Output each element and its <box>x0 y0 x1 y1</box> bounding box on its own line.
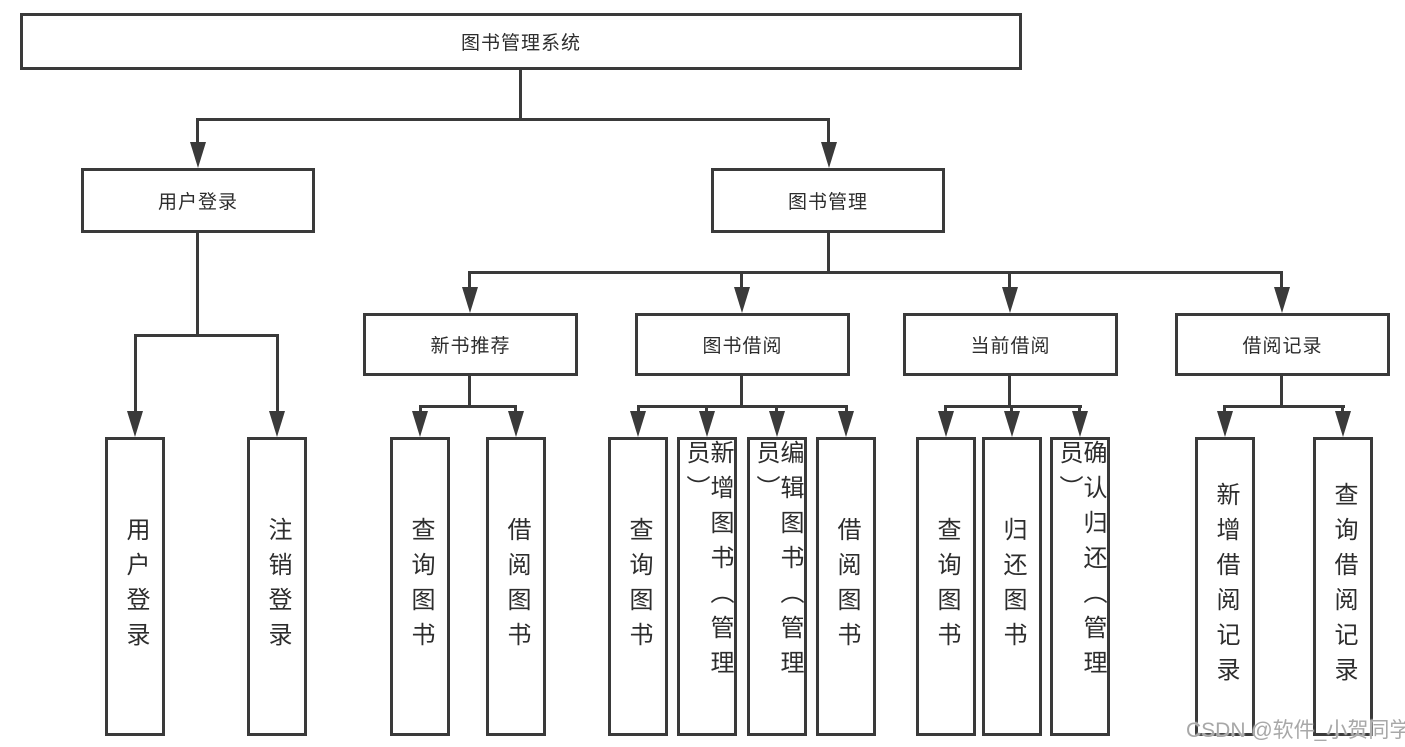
leaf-newbook-borrow-books-label: 借阅图书 <box>503 516 530 657</box>
connector-line <box>196 118 830 121</box>
leaf-newbook-borrow-books: 借阅图书 <box>486 437 546 736</box>
leaf-user-login-label: 用户登录 <box>122 516 149 657</box>
leaf-user-login: 用户登录 <box>105 437 165 736</box>
connector-line <box>419 405 517 408</box>
arrowhead-down-icon <box>1335 411 1351 437</box>
arrowhead-down-icon <box>412 411 428 437</box>
leaf-borrow-borrow-books-label: 借阅图书 <box>833 516 860 657</box>
leaf-records-add-record: 新增借阅记录 <box>1195 437 1255 736</box>
leaf-records-add-record-label: 新增借阅记录 <box>1212 481 1239 692</box>
connector-line <box>827 231 830 274</box>
leaf-borrow-query-books-label: 查询图书 <box>625 516 652 657</box>
leaf-borrow-add-books-admin: 新增图书（管理员） <box>677 437 737 736</box>
connector-line <box>134 334 279 337</box>
leaf-logout-label: 注销登录 <box>264 516 291 657</box>
node-borrowing-records: 借阅记录 <box>1175 313 1390 376</box>
connector-line <box>1280 271 1283 295</box>
leaf-borrow-edit-books-admin: 编辑图书（管理员） <box>747 437 807 736</box>
leaf-records-query-record-label: 查询借阅记录 <box>1330 481 1357 692</box>
connector-line <box>134 334 137 420</box>
node-root-system: 图书管理系统 <box>20 13 1022 70</box>
connector-line <box>740 271 743 295</box>
arrowhead-down-icon <box>508 411 524 437</box>
arrowhead-down-icon <box>1274 287 1290 313</box>
arrowhead-down-icon <box>821 142 837 168</box>
watermark: CSDN @软件_小贺同学 <box>1186 719 1405 742</box>
leaf-newbook-query-books-label: 查询图书 <box>407 516 434 657</box>
node-new-book-recommend: 新书推荐 <box>363 313 578 376</box>
connector-line <box>740 376 743 408</box>
node-user-login: 用户登录 <box>81 168 315 233</box>
leaf-current-confirm-return-admin-label: 确认归还（管理员） <box>1055 440 1106 685</box>
arrowhead-down-icon <box>1072 411 1088 437</box>
arrowhead-down-icon <box>1002 287 1018 313</box>
node-borrowing-records-label: 借阅记录 <box>1242 336 1323 357</box>
arrowhead-down-icon <box>699 411 715 437</box>
node-user-login-label: 用户登录 <box>157 192 238 213</box>
leaf-current-query-books: 查询图书 <box>916 437 976 736</box>
connector-line <box>468 271 471 295</box>
connector-line <box>637 405 848 408</box>
leaf-current-confirm-return-admin: 确认归还（管理员） <box>1050 437 1110 736</box>
leaf-current-query-books-label: 查询图书 <box>933 516 960 657</box>
connector-line <box>196 231 199 337</box>
leaf-newbook-query-books: 查询图书 <box>390 437 450 736</box>
connector-line <box>944 405 1082 408</box>
leaf-borrow-edit-books-admin-label: 编辑图书（管理员） <box>752 440 803 685</box>
connector-line <box>1280 376 1283 408</box>
connector-line <box>196 118 199 152</box>
arrowhead-down-icon <box>938 411 954 437</box>
leaf-logout: 注销登录 <box>247 437 307 736</box>
arrowhead-down-icon <box>1004 411 1020 437</box>
connector-line <box>468 376 471 408</box>
connector-line <box>1223 405 1345 408</box>
arrowhead-down-icon <box>734 287 750 313</box>
node-root-label: 图书管理系统 <box>460 33 581 54</box>
connector-line <box>519 70 522 120</box>
node-book-management-label: 图书管理 <box>787 192 868 213</box>
node-current-borrowing: 当前借阅 <box>903 313 1118 376</box>
arrowhead-down-icon <box>838 411 854 437</box>
node-book-borrowing-label: 图书借阅 <box>702 336 783 357</box>
node-new-book-recommend-label: 新书推荐 <box>430 336 511 357</box>
arrowhead-down-icon <box>1217 411 1233 437</box>
arrowhead-down-icon <box>269 411 285 437</box>
connector-line <box>1008 376 1011 408</box>
leaf-records-query-record: 查询借阅记录 <box>1313 437 1373 736</box>
connector-line <box>827 118 830 152</box>
node-current-borrowing-label: 当前借阅 <box>970 336 1051 357</box>
connector-line <box>1008 271 1011 295</box>
arrowhead-down-icon <box>190 142 206 168</box>
node-book-borrowing: 图书借阅 <box>635 313 850 376</box>
leaf-current-return-books-label: 归还图书 <box>999 516 1026 657</box>
arrowhead-down-icon <box>630 411 646 437</box>
connector-line <box>468 271 1283 274</box>
arrowhead-down-icon <box>462 287 478 313</box>
connector-line <box>276 334 279 420</box>
leaf-current-return-books: 归还图书 <box>982 437 1042 736</box>
leaf-borrow-query-books: 查询图书 <box>608 437 668 736</box>
arrowhead-down-icon <box>127 411 143 437</box>
arrowhead-down-icon <box>769 411 785 437</box>
leaf-borrow-borrow-books: 借阅图书 <box>816 437 876 736</box>
node-book-management: 图书管理 <box>711 168 945 233</box>
leaf-borrow-add-books-admin-label: 新增图书（管理员） <box>682 440 733 685</box>
